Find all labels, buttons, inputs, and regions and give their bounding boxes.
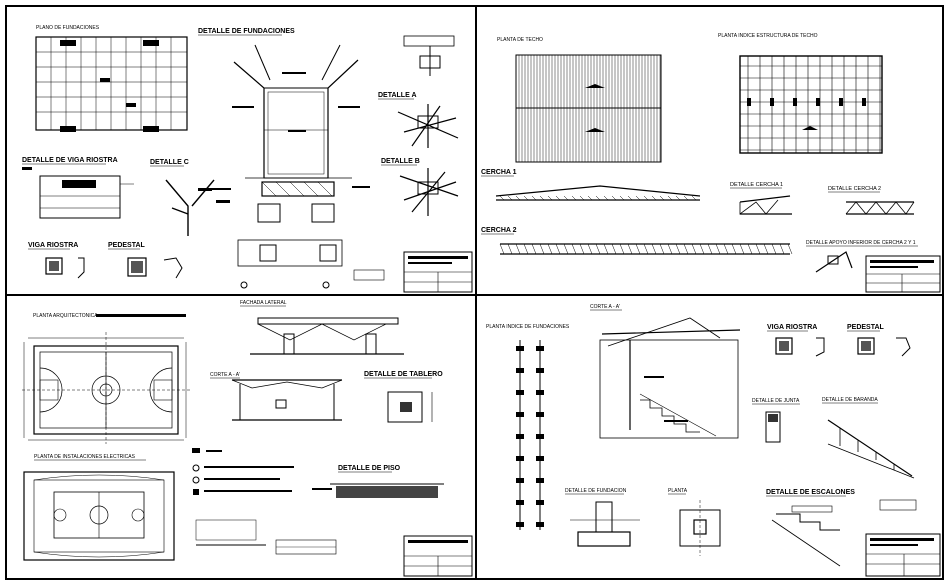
tie-beam-section-br: VIGA RIOSTRA <box>767 324 825 357</box>
detail-a: DETALLE A <box>378 92 459 148</box>
detail-joint-title: DETALLE DE JUNTA <box>752 398 800 404</box>
roof-plan <box>515 54 662 163</box>
detail-floor: DETALLE DE PISO <box>312 465 444 498</box>
detail-a-title: DETALLE A <box>378 92 417 99</box>
sheet-bottom-left: PLANTA ARQUITECTONICA FACHADA LATERAL <box>22 300 473 577</box>
electrical-legend <box>192 448 337 555</box>
detail-b-title: DETALLE B <box>381 158 420 165</box>
side-facade-title: FACHADA LATERAL <box>240 300 287 306</box>
roof-structure-plan <box>739 55 883 154</box>
detail-railing: DETALLE DE BARANDA <box>822 397 915 479</box>
sheet-top-left: PLANO DE FUNDACIONES DETALLE DE FUNDACIO… <box>22 25 473 293</box>
detail-tie-beam: DETALLE DE VIGA RIOSTRA <box>22 157 134 219</box>
foundation-index-plan <box>516 340 544 530</box>
side-facade: FACHADA LATERAL <box>240 300 404 355</box>
sheet-frame <box>5 5 944 580</box>
truss-2-title: CERCHA 2 <box>481 227 517 234</box>
detail-floor-title: DETALLE DE PISO <box>338 465 401 472</box>
plan-br: PLANTA <box>668 488 721 556</box>
electrical-plan-title: PLANTA DE INSTALACIONES ELECTRICAS <box>34 454 136 460</box>
title-block-top-right <box>865 255 941 293</box>
section-aa-bl-title: CORTE A - A' <box>210 372 240 378</box>
tie-beam-section: VIGA RIOSTRA <box>28 242 85 279</box>
detail-tie-beam-title: DETALLE DE VIGA RIOSTRA <box>22 157 118 164</box>
pedestal-section: PEDESTAL <box>108 242 183 279</box>
section-aa-br-title: CORTE A - A' <box>590 304 620 310</box>
title-block-top-left <box>403 251 473 293</box>
tie-beam-br-title: VIGA RIOSTRA <box>767 324 817 331</box>
sheet-top-right: PLANTA DE TECHO PLANTA INDICE ESTRUCTURA… <box>481 33 941 293</box>
detail-board: DETALLE DE TABLERO <box>364 371 443 423</box>
sheet-bottom-right: PLANTA INDICE DE FUNDACIONES CORTE A - A… <box>486 304 941 577</box>
detail-truss-2-title: DETALLE CERCHA 2 <box>828 186 881 192</box>
pedestal-br-title: PEDESTAL <box>847 324 885 331</box>
electrical-plan <box>23 471 175 561</box>
foundation-detail-title: DETALLE DE FUNDACIONES <box>198 28 295 35</box>
detail-stands: DETALLE DE ESCALONES <box>766 489 855 567</box>
detail-foundation-br-title: DETALLE DE FUNDACION <box>565 488 627 494</box>
detail-c-title: DETALLE C <box>150 159 189 166</box>
court-plan <box>22 332 190 444</box>
title-block-bottom-right <box>865 533 941 577</box>
pedestal-section-br: PEDESTAL <box>847 324 911 357</box>
title-block-bottom-left <box>403 535 473 577</box>
connection-detail-top <box>403 35 455 76</box>
detail-stands-title: DETALLE DE ESCALONES <box>766 489 855 496</box>
truss-1-title: CERCHA 1 <box>481 169 517 176</box>
detail-truss-1: DETALLE CERCHA 1 <box>730 182 792 215</box>
detail-truss-1-title: DETALLE CERCHA 1 <box>730 182 783 188</box>
section-aa-bl: CORTE A - A' <box>210 372 343 421</box>
foundation-detail: DETALLE DE FUNDACIONES <box>198 28 370 289</box>
detail-truss-2: DETALLE CERCHA 2 <box>828 186 915 215</box>
architectural-plan-title: PLANTA ARQUITECTONICA <box>33 313 98 319</box>
tie-beam-title: VIGA RIOSTRA <box>28 242 78 249</box>
plan-br-title: PLANTA <box>668 488 688 494</box>
detail-b: DETALLE B <box>381 158 459 216</box>
detail-support-title: DETALLE APOYO INFERIOR DE CERCHA 2 Y 1 <box>806 240 916 246</box>
pedestal-title: PEDESTAL <box>108 242 146 249</box>
roof-structure-title: PLANTA INDICE ESTRUCTURA DE TECHO <box>718 33 818 39</box>
detail-c: DETALLE C <box>150 159 230 236</box>
detail-support: DETALLE APOYO INFERIOR DE CERCHA 2 Y 1 <box>806 240 918 273</box>
foundation-plan: PLANO DE FUNDACIONES <box>35 25 188 132</box>
truss-2: CERCHA 2 <box>481 227 793 255</box>
foundation-plan-title: PLANO DE FUNDACIONES <box>36 25 100 31</box>
detail-railing-title: DETALLE DE BARANDA <box>822 397 878 403</box>
roof-plan-title: PLANTA DE TECHO <box>497 37 543 43</box>
truss-1: CERCHA 1 <box>481 169 701 201</box>
foundation-index-title: PLANTA INDICE DE FUNDACIONES <box>486 324 570 330</box>
detail-joint: DETALLE DE JUNTA <box>752 398 800 443</box>
section-aa-br: CORTE A - A' <box>590 304 741 439</box>
detail-foundation-br: DETALLE DE FUNDACION <box>565 488 640 547</box>
detail-board-title: DETALLE DE TABLERO <box>364 371 443 378</box>
